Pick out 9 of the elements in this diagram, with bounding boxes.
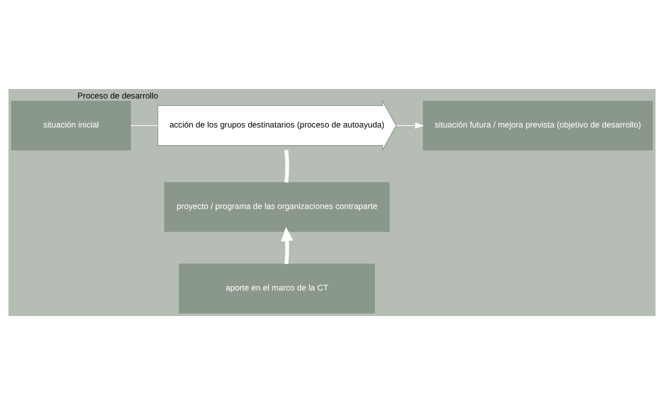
node-box: situación futura / mejora prevista (objetivo de desarrollo) [422, 100, 653, 150]
connector [130, 125, 158, 126]
arrow [280, 226, 294, 264]
node-box: situación inicial [11, 100, 132, 150]
arrow [396, 122, 424, 129]
node-label: Proceso de desarrollo [78, 90, 158, 101]
node-box: proyecto / programa de las organizaciones contraparte [164, 182, 390, 232]
node-box: aporte en el marco de la CT [178, 264, 375, 314]
connector [284, 150, 290, 183]
